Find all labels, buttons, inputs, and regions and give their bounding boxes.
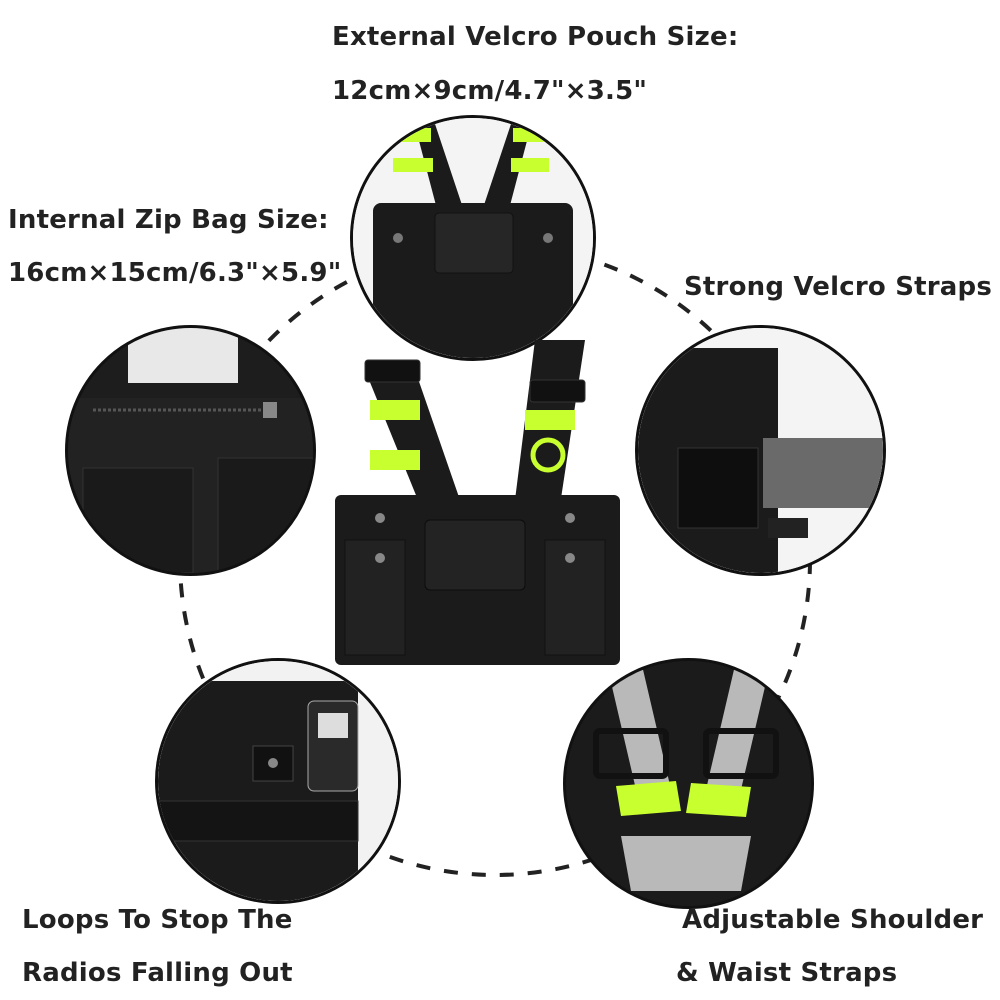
external-pouch-title: External Velcro Pouch Size: bbox=[332, 22, 739, 52]
adjustable-strap-detail-image bbox=[563, 658, 814, 909]
pouch-detail-image bbox=[350, 115, 596, 361]
adjustable-label-line1: Adjustable Shoulder bbox=[682, 905, 984, 935]
internal-zip-title: Internal Zip Bag Size: bbox=[8, 205, 329, 235]
chest-rig-vest-image bbox=[320, 340, 630, 670]
internal-zip-size: 16cm×15cm/6.3"×5.9" bbox=[8, 258, 342, 288]
radio-loop-detail-image bbox=[155, 658, 401, 904]
velcro-strap-detail-image bbox=[635, 325, 886, 576]
loops-label-line1: Loops To Stop The bbox=[22, 905, 293, 935]
zip-bag-detail-image bbox=[65, 325, 316, 576]
loops-label-line2: Radios Falling Out bbox=[22, 958, 293, 988]
adjustable-label-line2: & Waist Straps bbox=[676, 958, 898, 988]
external-pouch-size: 12cm×9cm/4.7"×3.5" bbox=[332, 76, 648, 106]
velcro-straps-label: Strong Velcro Straps bbox=[684, 272, 993, 302]
